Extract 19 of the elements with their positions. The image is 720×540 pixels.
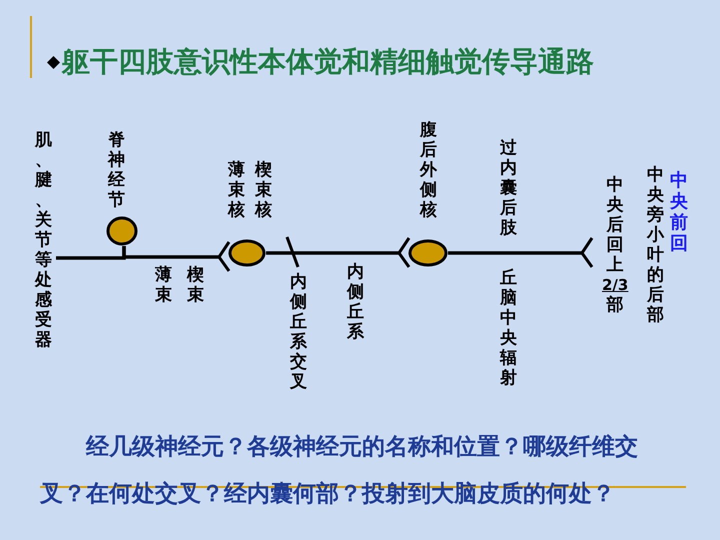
tract-label: 薄束 bbox=[155, 265, 172, 305]
nucleus-label: 薄束核 bbox=[228, 160, 245, 220]
decussation-label: 内侧丘系交叉 bbox=[290, 272, 307, 392]
question-text: 经几级神经元？各级神经元的名称和位置？哪级纤维交叉？在何处交叉？经内囊何部？投射到大脑皮质的何处？ bbox=[40, 433, 639, 509]
pathway-label: 过内囊后肢 bbox=[500, 138, 517, 238]
cortex-label: 中央旁小叶的后部 bbox=[647, 165, 664, 325]
tract-label: 楔束 bbox=[187, 265, 204, 305]
connector-line bbox=[266, 236, 410, 268]
nucleus-label: 腹后外侧核 bbox=[420, 120, 437, 220]
edge-label: 丘脑中央辐射 bbox=[500, 268, 517, 388]
connector-line bbox=[448, 236, 594, 268]
connector-line bbox=[122, 240, 230, 272]
receptor-label: 肌、腱、关节等处感受器 bbox=[35, 130, 52, 350]
cortex-label: 中央后回上2/3部 bbox=[602, 175, 628, 315]
ganglion-label: 脊神经节 bbox=[108, 130, 125, 210]
edge-label: 内侧丘系 bbox=[347, 262, 364, 342]
nucleus-label: 楔束核 bbox=[255, 160, 272, 220]
cortex-label: 中央前回 bbox=[670, 170, 688, 254]
slide-title: 躯干四肢意识性本体觉和精细触觉传导通路 bbox=[62, 45, 594, 79]
